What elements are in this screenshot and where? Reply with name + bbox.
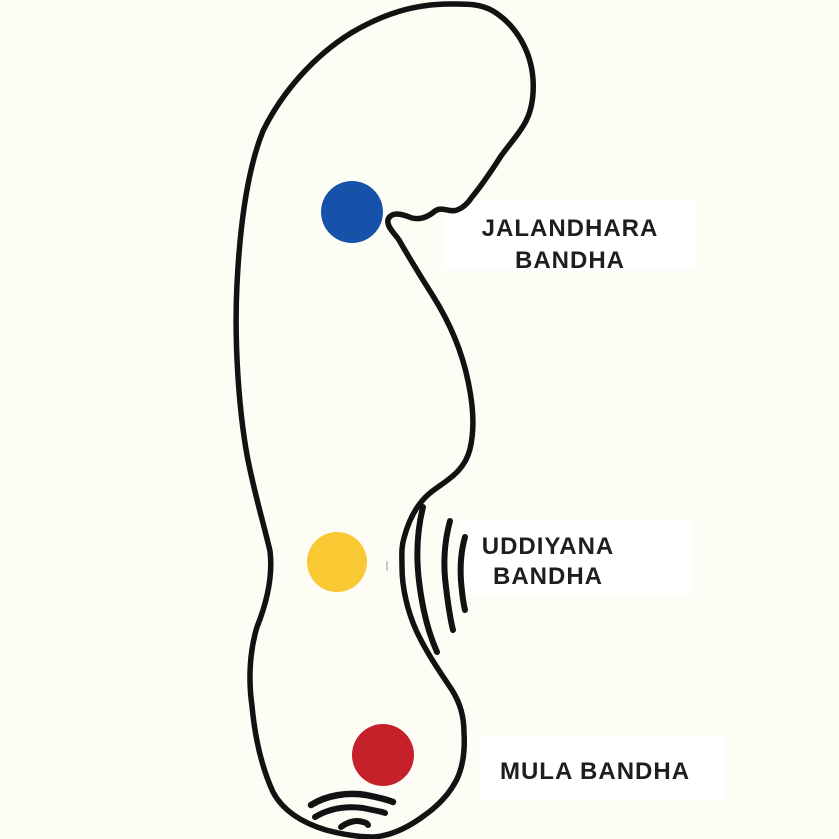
mula-bandha-label: MULA BANDHA: [465, 757, 725, 787]
vibration-arc: [338, 818, 371, 830]
label-line: UDDIYANA: [481, 533, 615, 560]
vibration-arc: [312, 804, 388, 820]
vibration-arc: [307, 790, 397, 809]
label-line: BANDHA: [515, 247, 625, 274]
vibration-arc: [457, 534, 468, 613]
jalandhara-dot-icon: [321, 181, 383, 243]
label-background: [460, 520, 690, 594]
belly-vibration-arcs-icon: [414, 504, 468, 655]
stray-mark: [386, 561, 388, 571]
mula-dot-icon: [352, 724, 414, 786]
vibration-arc: [441, 518, 456, 633]
jalandhara-bandha-label: JALANDHARA BANDHA: [440, 213, 700, 277]
uddiyana-bandha-label: UDDIYANA BANDHA: [428, 532, 668, 592]
label-background: [446, 200, 696, 270]
vibration-arc: [414, 504, 440, 655]
uddiyana-dot-icon: [307, 532, 367, 592]
label-line: MULA BANDHA: [499, 758, 691, 785]
label-line: BANDHA: [493, 563, 603, 590]
label-line: JALANDHARA: [481, 215, 659, 242]
pelvic-vibration-arcs-icon: [307, 790, 397, 830]
body-outline-path: [233, 1, 536, 839]
label-background: [480, 736, 725, 800]
